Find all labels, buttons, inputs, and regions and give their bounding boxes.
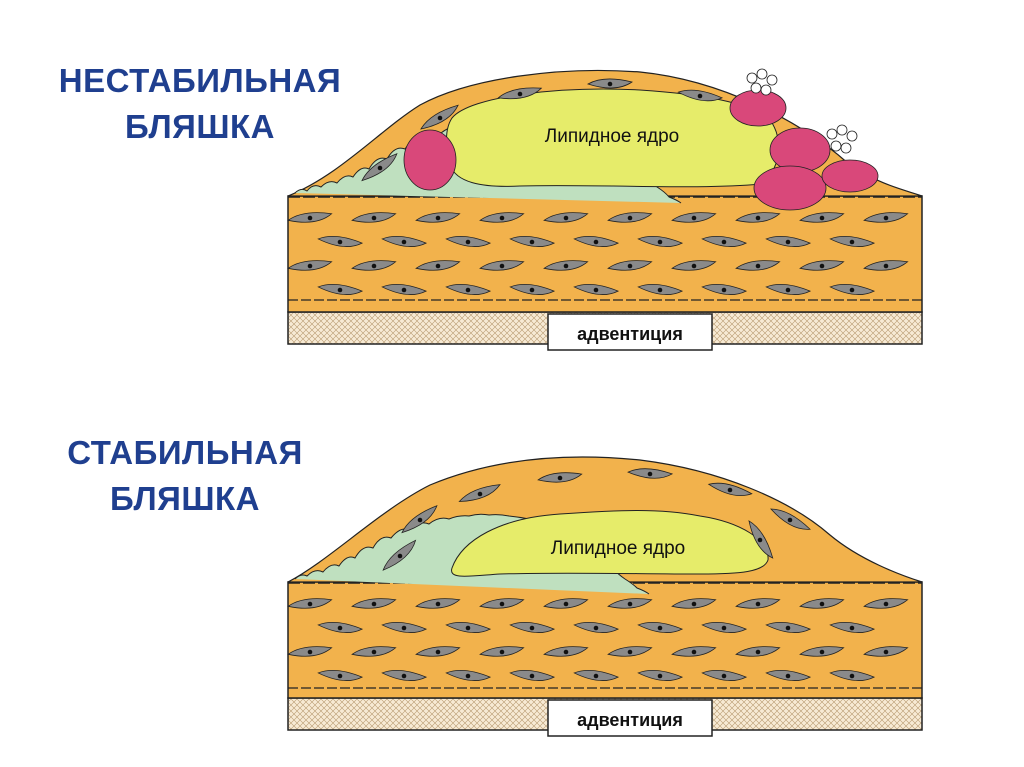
cell-nucleus	[756, 216, 761, 221]
cell-nucleus	[648, 472, 653, 477]
cell-nucleus	[338, 674, 343, 679]
cell-nucleus	[466, 240, 471, 245]
cell-nucleus	[820, 216, 825, 221]
cell-nucleus	[466, 626, 471, 631]
cell-nucleus	[530, 674, 535, 679]
cell-nucleus	[466, 288, 471, 293]
cell-nucleus	[564, 264, 569, 269]
cell-nucleus	[884, 264, 889, 269]
cell-nucleus	[402, 240, 407, 245]
stable-plaque: Липидное ядро адвентиция	[288, 457, 922, 736]
stable-adventitia-label: адвентиция	[577, 710, 683, 730]
cell-nucleus	[530, 626, 535, 631]
cell-nucleus	[786, 626, 791, 631]
cell-nucleus	[628, 650, 633, 655]
stable-core-label: Липидное ядро	[551, 538, 685, 559]
cell-nucleus	[594, 240, 599, 245]
cell-nucleus	[308, 216, 313, 221]
cell-nucleus	[756, 650, 761, 655]
cell-nucleus	[338, 288, 343, 293]
cell-nucleus	[756, 264, 761, 269]
cell-nucleus	[692, 264, 697, 269]
unstable-adventitia-label: адвентиция	[577, 324, 683, 344]
cell-nucleus	[500, 216, 505, 221]
cell-nucleus	[518, 92, 523, 97]
cell-nucleus	[466, 674, 471, 679]
cell-nucleus	[884, 650, 889, 655]
cell-nucleus	[402, 288, 407, 293]
cell-nucleus	[438, 116, 443, 121]
cell-nucleus	[820, 602, 825, 607]
cell-nucleus	[698, 94, 703, 99]
cell-nucleus	[372, 602, 377, 607]
cell-nucleus	[378, 166, 383, 171]
cell-nucleus	[338, 626, 343, 631]
cell-nucleus	[722, 674, 727, 679]
cell-nucleus	[658, 240, 663, 245]
cell-nucleus	[658, 674, 663, 679]
cell-nucleus	[820, 264, 825, 269]
cell-nucleus	[884, 216, 889, 221]
cell-nucleus	[478, 492, 483, 497]
cell-nucleus	[338, 240, 343, 245]
cell-nucleus	[402, 626, 407, 631]
cell-nucleus	[500, 602, 505, 607]
cell-nucleus	[436, 264, 441, 269]
cell-nucleus	[308, 650, 313, 655]
cell-nucleus	[608, 82, 613, 87]
cell-nucleus	[530, 288, 535, 293]
cell-nucleus	[398, 554, 403, 559]
cell-nucleus	[756, 602, 761, 607]
cell-nucleus	[722, 626, 727, 631]
cell-nucleus	[500, 650, 505, 655]
unstable-plaque: Липидное ядро адвентиция	[288, 69, 922, 350]
cell-nucleus	[594, 626, 599, 631]
cell-nucleus	[692, 216, 697, 221]
cell-nucleus	[500, 264, 505, 269]
cell-nucleus	[658, 626, 663, 631]
cell-nucleus	[594, 674, 599, 679]
cell-nucleus	[530, 240, 535, 245]
cell-nucleus	[594, 288, 599, 293]
cell-nucleus	[402, 674, 407, 679]
cell-nucleus	[308, 602, 313, 607]
cell-nucleus	[372, 650, 377, 655]
cell-nucleus	[758, 538, 763, 543]
cell-nucleus	[850, 626, 855, 631]
cell-nucleus	[786, 240, 791, 245]
cell-nucleus	[628, 264, 633, 269]
cell-nucleus	[692, 650, 697, 655]
unstable-core-label: Липидное ядро	[545, 126, 679, 147]
cell-nucleus	[820, 650, 825, 655]
cell-nucleus	[722, 240, 727, 245]
cell-nucleus	[722, 288, 727, 293]
cell-nucleus	[728, 488, 733, 493]
cell-nucleus	[372, 264, 377, 269]
cell-nucleus	[308, 264, 313, 269]
cell-nucleus	[628, 216, 633, 221]
cell-nucleus	[436, 602, 441, 607]
cell-nucleus	[564, 650, 569, 655]
cell-nucleus	[786, 288, 791, 293]
cell-nucleus	[564, 602, 569, 607]
cell-nucleus	[850, 674, 855, 679]
cell-nucleus	[850, 240, 855, 245]
cell-nucleus	[372, 216, 377, 221]
cell-nucleus	[850, 288, 855, 293]
cell-nucleus	[564, 216, 569, 221]
cell-nucleus	[658, 288, 663, 293]
cell-nucleus	[786, 674, 791, 679]
cell-nucleus	[418, 518, 423, 523]
cell-nucleus	[558, 476, 563, 481]
cell-nucleus	[628, 602, 633, 607]
cell-nucleus	[692, 602, 697, 607]
cell-nucleus	[884, 602, 889, 607]
cell-nucleus	[436, 216, 441, 221]
cell-nucleus	[788, 518, 793, 523]
cell-nucleus	[436, 650, 441, 655]
